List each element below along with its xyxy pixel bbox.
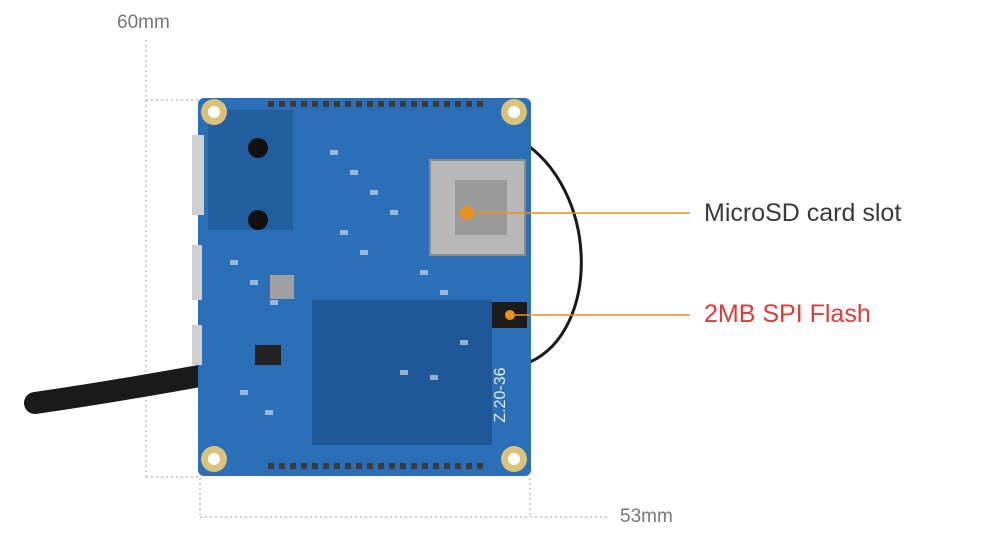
header-pins-bottom [268,463,483,469]
ethernet-port-edge [192,135,204,215]
header-pin [400,101,406,107]
microsd-callout-label: MicroSD card slot [704,199,902,227]
header-pin [422,463,428,469]
header-pin [268,101,274,107]
header-pins-top [268,101,483,107]
header-pin [411,101,417,107]
header-pin [334,463,340,469]
inductor [270,275,294,299]
micro-usb-edge [192,325,202,365]
header-pin [389,101,395,107]
button-bottom [248,210,268,230]
header-pin [466,101,472,107]
header-pin [356,101,362,107]
header-pin [477,101,483,107]
header-pin [268,463,274,469]
header-pin [378,101,384,107]
button-top [248,138,268,158]
header-pin [312,101,318,107]
header-pin [367,463,373,469]
header-pin [389,463,395,469]
header-pin [433,463,439,469]
header-pin [367,101,373,107]
pcb-dark-region-2 [208,110,293,230]
header-pin [477,463,483,469]
header-pin [455,463,461,469]
spi-flash-callout-label: 2MB SPI Flash [704,300,871,328]
header-pin [279,101,285,107]
usb-port-edge [192,245,202,300]
header-pin [466,463,472,469]
header-pin [455,101,461,107]
antenna-wire [519,138,583,364]
header-pin [433,101,439,107]
header-pin [301,463,307,469]
header-pin [312,463,318,469]
header-pin [411,463,417,469]
silkscreen-text: Z.20-36 [492,367,509,422]
height-dimension-label: 60mm [117,12,170,33]
header-pin [334,101,340,107]
header-pin [422,101,428,107]
header-pin [444,463,450,469]
header-pin [279,463,285,469]
header-pin [400,463,406,469]
header-pin [444,101,450,107]
header-pin [345,101,351,107]
header-pin [378,463,384,469]
header-pin [345,463,351,469]
header-pin [323,101,329,107]
header-pin [323,463,329,469]
width-dimension-label: 53mm [620,506,673,527]
header-pin [301,101,307,107]
header-pin [290,463,296,469]
regulator [255,345,281,365]
power-cable [24,364,216,414]
header-pin [356,463,362,469]
header-pin [290,101,296,107]
surface-components [230,150,468,415]
dimension-guides [145,40,608,518]
